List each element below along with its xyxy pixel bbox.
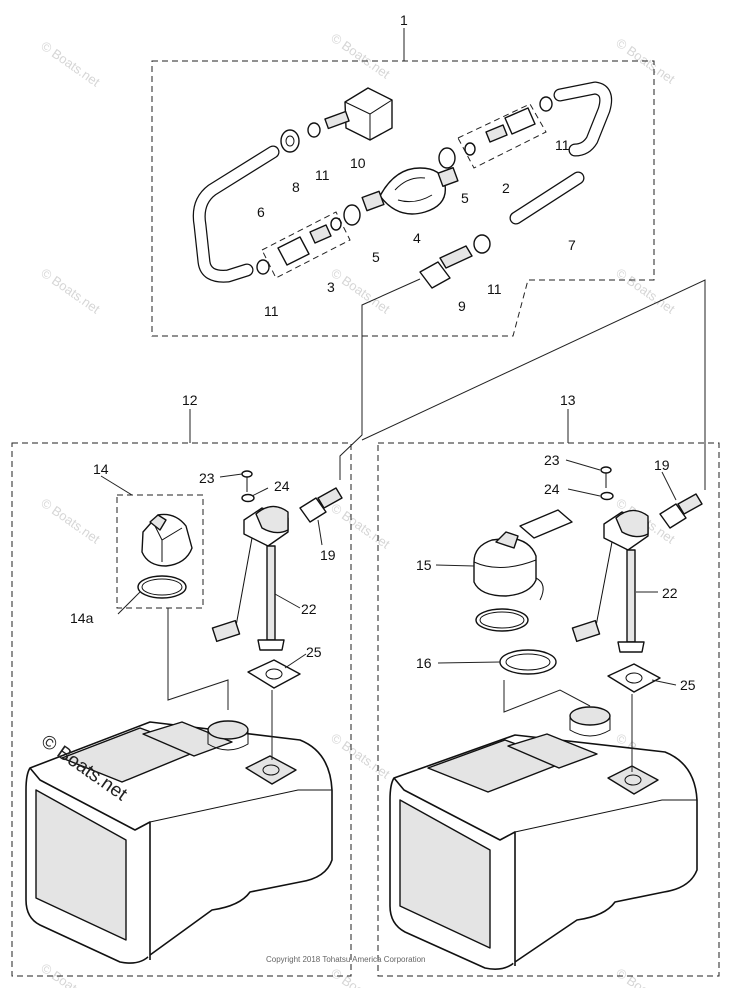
connector-line-14 [167,608,229,710]
callout-16: 16 [416,655,432,671]
cap-kit-14-box [116,494,204,609]
callout-9: 9 [458,298,466,314]
o-ring-11 [307,122,321,138]
callout-24: 24 [274,478,290,494]
connector-kit-3-box [261,211,351,279]
fuel-gauge-sender-22 [211,505,289,651]
o-ring [475,608,529,632]
callout-14a: 14a [70,610,94,626]
seal-8 [280,129,300,153]
connector-line-16 [503,680,591,713]
leader-lines [100,28,677,686]
washer-24 [241,493,255,503]
callout-4: 4 [413,230,421,246]
connector-line-13 [361,279,706,490]
fuel-tank-13 [389,706,698,970]
callout-1: 1 [400,12,408,28]
watermark: © Boats.net [613,265,678,317]
fitting-19 [299,487,343,523]
o-ring-11 [473,234,491,254]
o-ring-11 [539,96,553,112]
watermark: © Boats.net [613,965,678,988]
callout-labels: 1 10 8 11 11 2 6 5 4 7 5 3 11 11 9 12 13… [70,12,696,693]
fuel-line-assembly [192,81,613,289]
callout-10: 10 [350,155,366,171]
washer-24 [600,491,614,501]
callout-14: 14 [93,461,109,477]
callout-23: 23 [199,470,215,486]
callout-5: 5 [372,249,380,265]
callout-23: 23 [544,452,560,468]
decal [519,509,573,539]
connector-3 [277,217,342,266]
callout-25: 25 [306,644,322,660]
callout-22: 22 [301,601,317,617]
o-ring-11 [256,259,270,275]
fuel-tank-12 [25,720,333,964]
callout-11: 11 [487,281,502,297]
callout-13: 13 [560,392,576,408]
watermark: © Boats.net [328,965,393,988]
watermark: © Boats.net [38,38,103,90]
watermark: © Boats.net [38,265,103,317]
fitting-9 [419,245,473,289]
screw-23 [600,466,612,488]
callout-2: 2 [502,180,510,196]
callout-6: 6 [257,204,265,220]
vent-cap-15 [473,531,544,601]
callout-5: 5 [461,190,469,206]
watermark: © Boats.net [328,730,393,782]
callout-11: 11 [555,137,570,153]
callout-7: 7 [568,237,576,253]
callout-25: 25 [680,677,696,693]
screw-23 [241,470,253,492]
o-ring-14a [137,575,187,599]
callout-8: 8 [292,179,300,195]
callout-15: 15 [416,557,432,573]
connector-2 [485,107,536,143]
ring-16 [499,649,557,675]
watermark: © Boats.net [328,265,393,317]
callout-19: 19 [320,547,336,563]
group-box-tank-12 [11,442,352,977]
group-box-tank-13 [377,442,720,977]
callout-11: 11 [315,167,330,183]
callout-24: 24 [544,481,560,497]
connector-elbow-10 [324,87,393,141]
fitting-19 [659,493,703,529]
copyright-text: Copyright 2018 Tohatsu America Corporati… [266,955,426,964]
gasket-25 [607,663,661,693]
fuel-gauge-sender-22 [571,509,649,653]
callout-12: 12 [182,392,198,408]
watermark: © Boats.net [328,500,393,552]
callout-22: 22 [662,585,678,601]
callout-11: 11 [264,303,279,319]
connector-line-12 [339,278,421,480]
seal-5 [438,147,456,169]
seal-5 [343,204,361,226]
watermark: © Boats.net [38,960,103,988]
watermark: © Boats.net [38,495,103,547]
primer-bulb-4 [361,166,459,215]
gasket-25 [247,659,301,689]
callout-19: 19 [654,457,670,473]
watermark: © Boats.net [328,30,393,82]
connector-kit-2-box [457,103,547,169]
callout-3: 3 [327,279,335,295]
group-box-fuel-line [151,60,655,337]
cap-14 [141,513,193,567]
